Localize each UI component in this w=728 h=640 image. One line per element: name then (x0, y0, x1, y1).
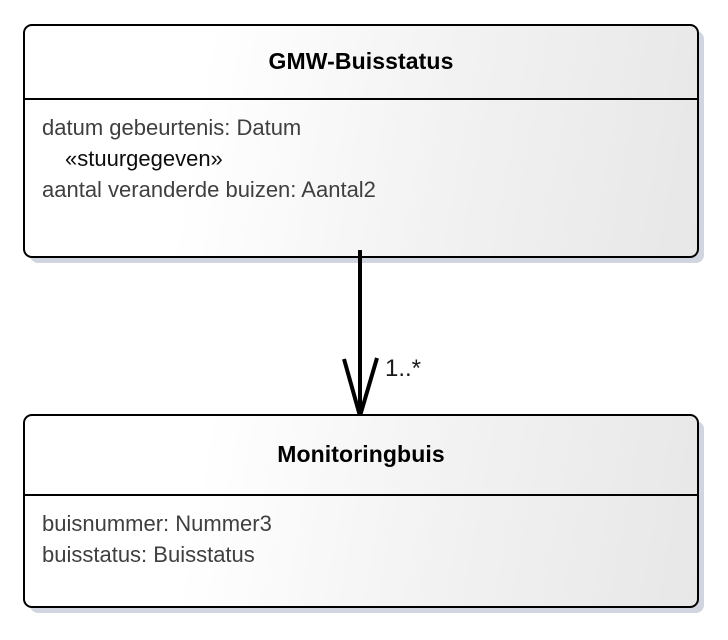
class-name-gmw-buisstatus: GMW-Buisstatus (268, 48, 454, 75)
class-attributes-monitoringbuis: buisnummer: Nummer3 buisstatus: Buisstat… (25, 496, 697, 570)
association-multiplicity-label: 1..* (385, 355, 422, 382)
association-arrowhead-icon (342, 357, 379, 424)
class-attributes-gmw-buisstatus: datum gebeurtenis: Datum «stuurgegeven» … (25, 100, 697, 206)
class-box-gmw-buisstatus[interactable]: GMW-Buisstatus datum gebeurtenis: Datum … (23, 24, 699, 258)
association-connector[interactable] (330, 250, 460, 425)
class-header-gmw-buisstatus: GMW-Buisstatus (25, 26, 697, 100)
attribute-aantal-veranderde-buizen: aantal veranderde buizen: Aantal2 (42, 177, 376, 203)
stereotype-stuurgegeven: «stuurgegeven» (65, 146, 223, 172)
class-box-monitoringbuis[interactable]: Monitoringbuis buisnummer: Nummer3 buiss… (23, 414, 699, 608)
attribute-datum-gebeurtenis: datum gebeurtenis: Datum (42, 115, 302, 140)
attribute-buisstatus: buisstatus: Buisstatus (42, 542, 255, 568)
class-name-monitoringbuis: Monitoringbuis (277, 441, 445, 468)
class-header-monitoringbuis: Monitoringbuis (25, 416, 697, 496)
attribute-buisnummer: buisnummer: Nummer3 (42, 511, 272, 536)
